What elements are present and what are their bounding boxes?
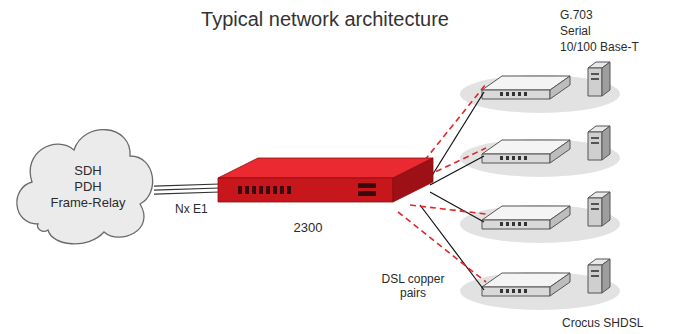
interface-label: 10/100 Base-T [560,40,639,54]
product-label: Crocus SHDSL [562,316,643,330]
edge-label: Nx E1 [173,202,210,216]
diagram-title: Typical network architecture [0,8,650,31]
trunk-connector [154,184,220,194]
device-label: 2300 [278,220,338,235]
line-label: DSL copper pairs [380,272,446,300]
interface-label: Serial [560,24,591,38]
cloud-label: SDH PDH Frame-Relay [43,163,133,211]
device-body [218,150,433,242]
interface-label: G.703 [560,8,593,22]
device-2300: 2300 [218,150,433,242]
network-cloud: SDH PDH Frame-Relay [8,112,160,254]
